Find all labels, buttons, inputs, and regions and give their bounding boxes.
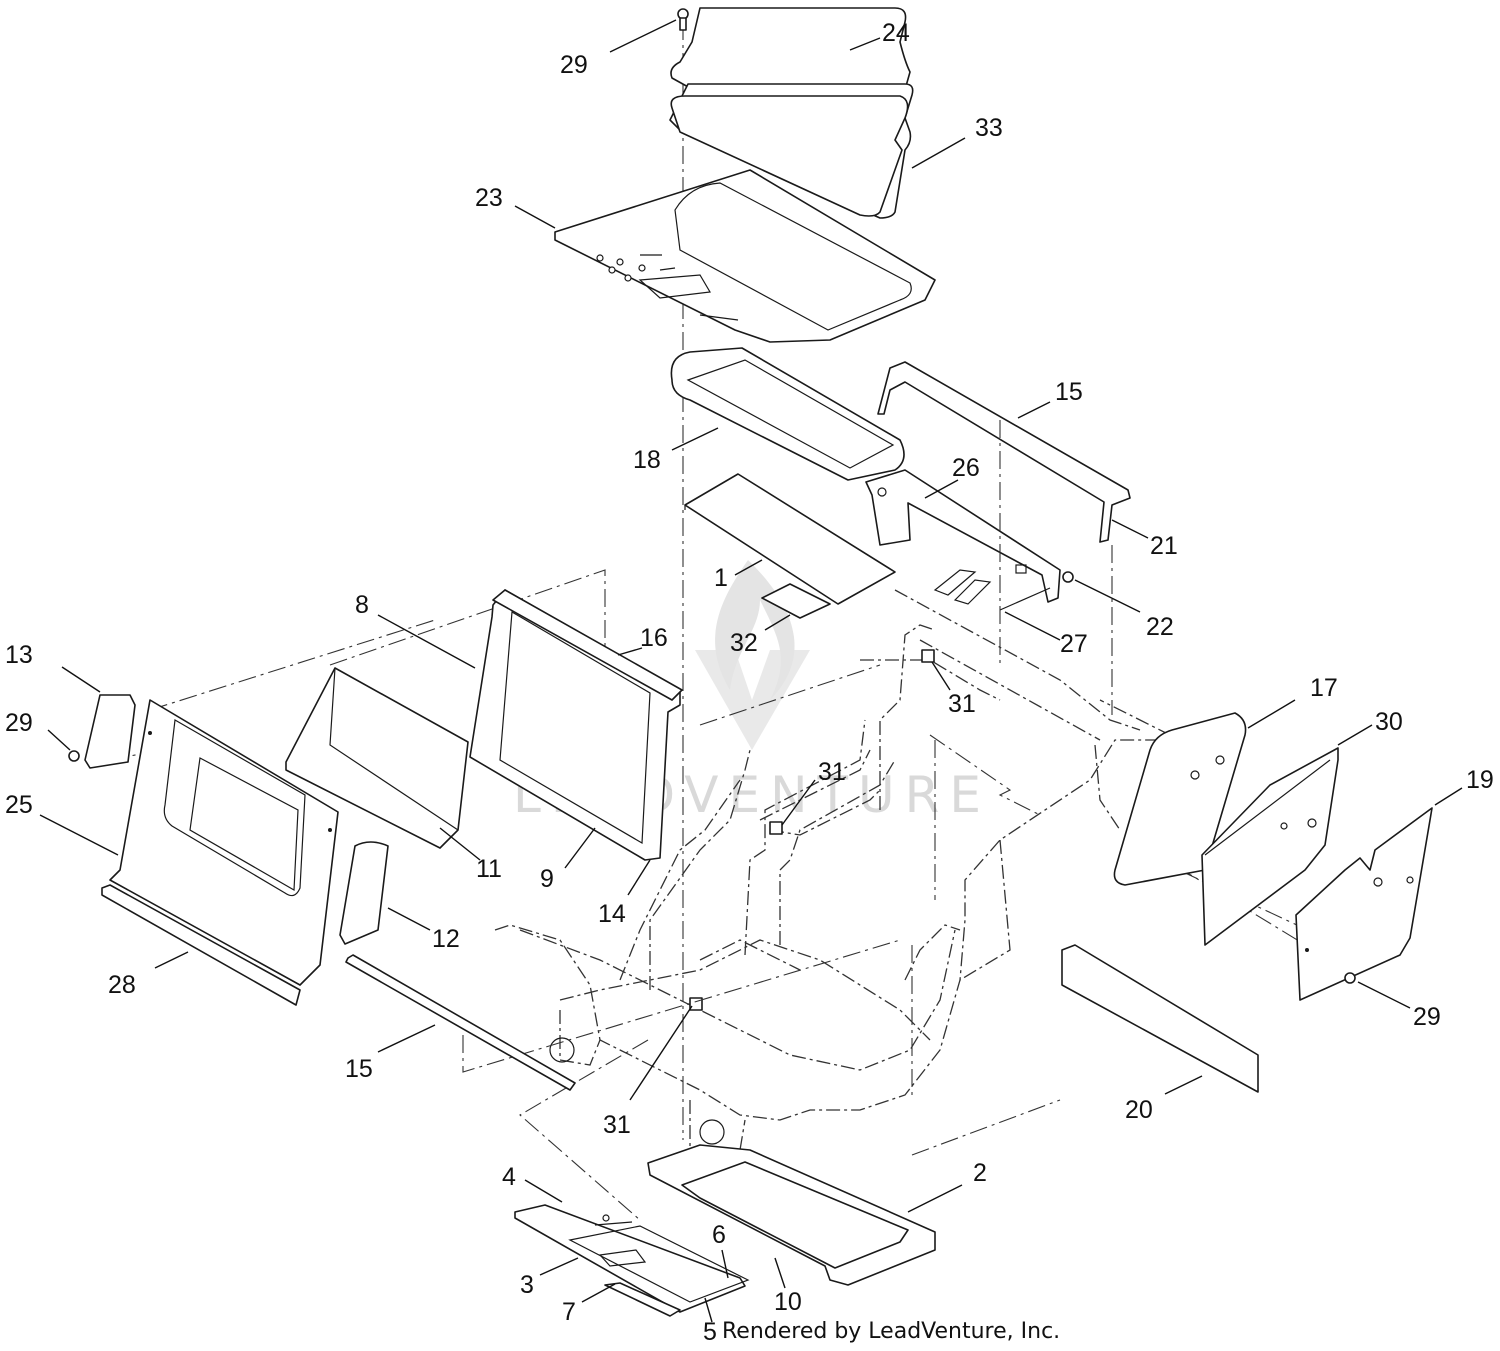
main-frame xyxy=(494,589,1172,1151)
callout-22: 22 xyxy=(1146,613,1174,641)
callout-15-bottom: 15 xyxy=(345,1055,373,1083)
callout-17: 17 xyxy=(1310,674,1338,702)
part-15-top-rail xyxy=(877,361,1131,543)
callout-33: 33 xyxy=(975,114,1003,142)
callout-21: 21 xyxy=(1150,532,1178,560)
part-28-trim-strip xyxy=(101,884,301,1006)
callout-18: 18 xyxy=(633,446,661,474)
callout-31-lower: 31 xyxy=(603,1111,631,1139)
part-20-pad xyxy=(1061,944,1259,1093)
part-25-window xyxy=(163,719,306,897)
part-4-panel xyxy=(514,1204,746,1313)
callout-12: 12 xyxy=(432,925,460,953)
callouts: 29 24 33 23 15 18 26 21 1 22 8 16 32 27 … xyxy=(5,19,1494,1346)
callout-2: 2 xyxy=(973,1159,987,1187)
screw-left xyxy=(68,750,80,762)
part-7-strip xyxy=(604,1282,681,1317)
part-16-top-rail xyxy=(492,589,683,701)
part-27-pin xyxy=(999,587,1051,611)
callout-27: 27 xyxy=(1060,630,1088,658)
callout-30: 30 xyxy=(1375,708,1403,736)
part-18-seal-frame xyxy=(670,347,905,481)
callout-11: 11 xyxy=(476,855,502,883)
part-33-gasket-face xyxy=(670,95,909,217)
callout-13: 13 xyxy=(5,641,33,669)
screw-right xyxy=(1344,972,1356,984)
callout-31-upper: 31 xyxy=(948,690,976,718)
part-30-plate xyxy=(1201,747,1339,946)
callout-7: 7 xyxy=(562,1298,576,1326)
part-26-bracket xyxy=(865,469,1061,603)
callout-15-top: 15 xyxy=(1055,378,1083,406)
callout-5: 5 xyxy=(703,1318,717,1346)
part-15-bottom-strip xyxy=(345,954,576,1091)
callout-31-mid: 31 xyxy=(818,758,846,786)
part-25-front-panel xyxy=(109,699,339,986)
part-23-opening xyxy=(674,182,912,331)
part-26-details xyxy=(877,487,1027,605)
callout-29-top: 29 xyxy=(560,51,588,79)
part-18-inner xyxy=(686,359,895,469)
callout-28: 28 xyxy=(108,971,136,999)
callout-16: 16 xyxy=(640,624,668,652)
part-23-slots xyxy=(596,254,739,321)
callout-29-right: 29 xyxy=(1413,1003,1441,1031)
part-25-window-inner xyxy=(189,757,299,892)
callout-3: 3 xyxy=(520,1271,534,1299)
part-12-side-piece xyxy=(339,841,389,945)
callout-20: 20 xyxy=(1125,1096,1153,1124)
part-13-side-piece xyxy=(84,694,136,769)
part-17-side-plate xyxy=(1113,712,1247,886)
callout-23: 23 xyxy=(475,184,503,212)
callout-10: 10 xyxy=(774,1288,802,1316)
callout-4: 4 xyxy=(502,1163,516,1191)
callout-19: 19 xyxy=(1466,766,1494,794)
part-32-pad xyxy=(761,583,831,619)
part-10-floor-mat xyxy=(681,1161,909,1269)
part-9-window xyxy=(499,610,651,845)
part-3-panel-overlay xyxy=(568,1225,750,1303)
callout-9: 9 xyxy=(540,865,554,893)
callout-26: 26 xyxy=(952,454,980,482)
callout-8: 8 xyxy=(355,591,369,619)
footer-credit: Rendered by LeadVenture, Inc. xyxy=(722,1319,1060,1344)
part-22-nut xyxy=(1062,571,1074,583)
callout-1: 1 xyxy=(714,564,728,592)
callout-24: 24 xyxy=(882,19,910,47)
leader-lines xyxy=(39,19,1463,1323)
part-19-plate xyxy=(1295,807,1433,1001)
callout-32: 32 xyxy=(730,629,758,657)
screw-top xyxy=(677,8,689,31)
part-1-block xyxy=(684,473,896,605)
frame-mount-bolts xyxy=(549,649,935,1145)
callout-6: 6 xyxy=(712,1221,726,1249)
callout-14: 14 xyxy=(598,900,626,928)
callout-29-left: 29 xyxy=(5,709,33,737)
callout-25: 25 xyxy=(5,791,33,819)
